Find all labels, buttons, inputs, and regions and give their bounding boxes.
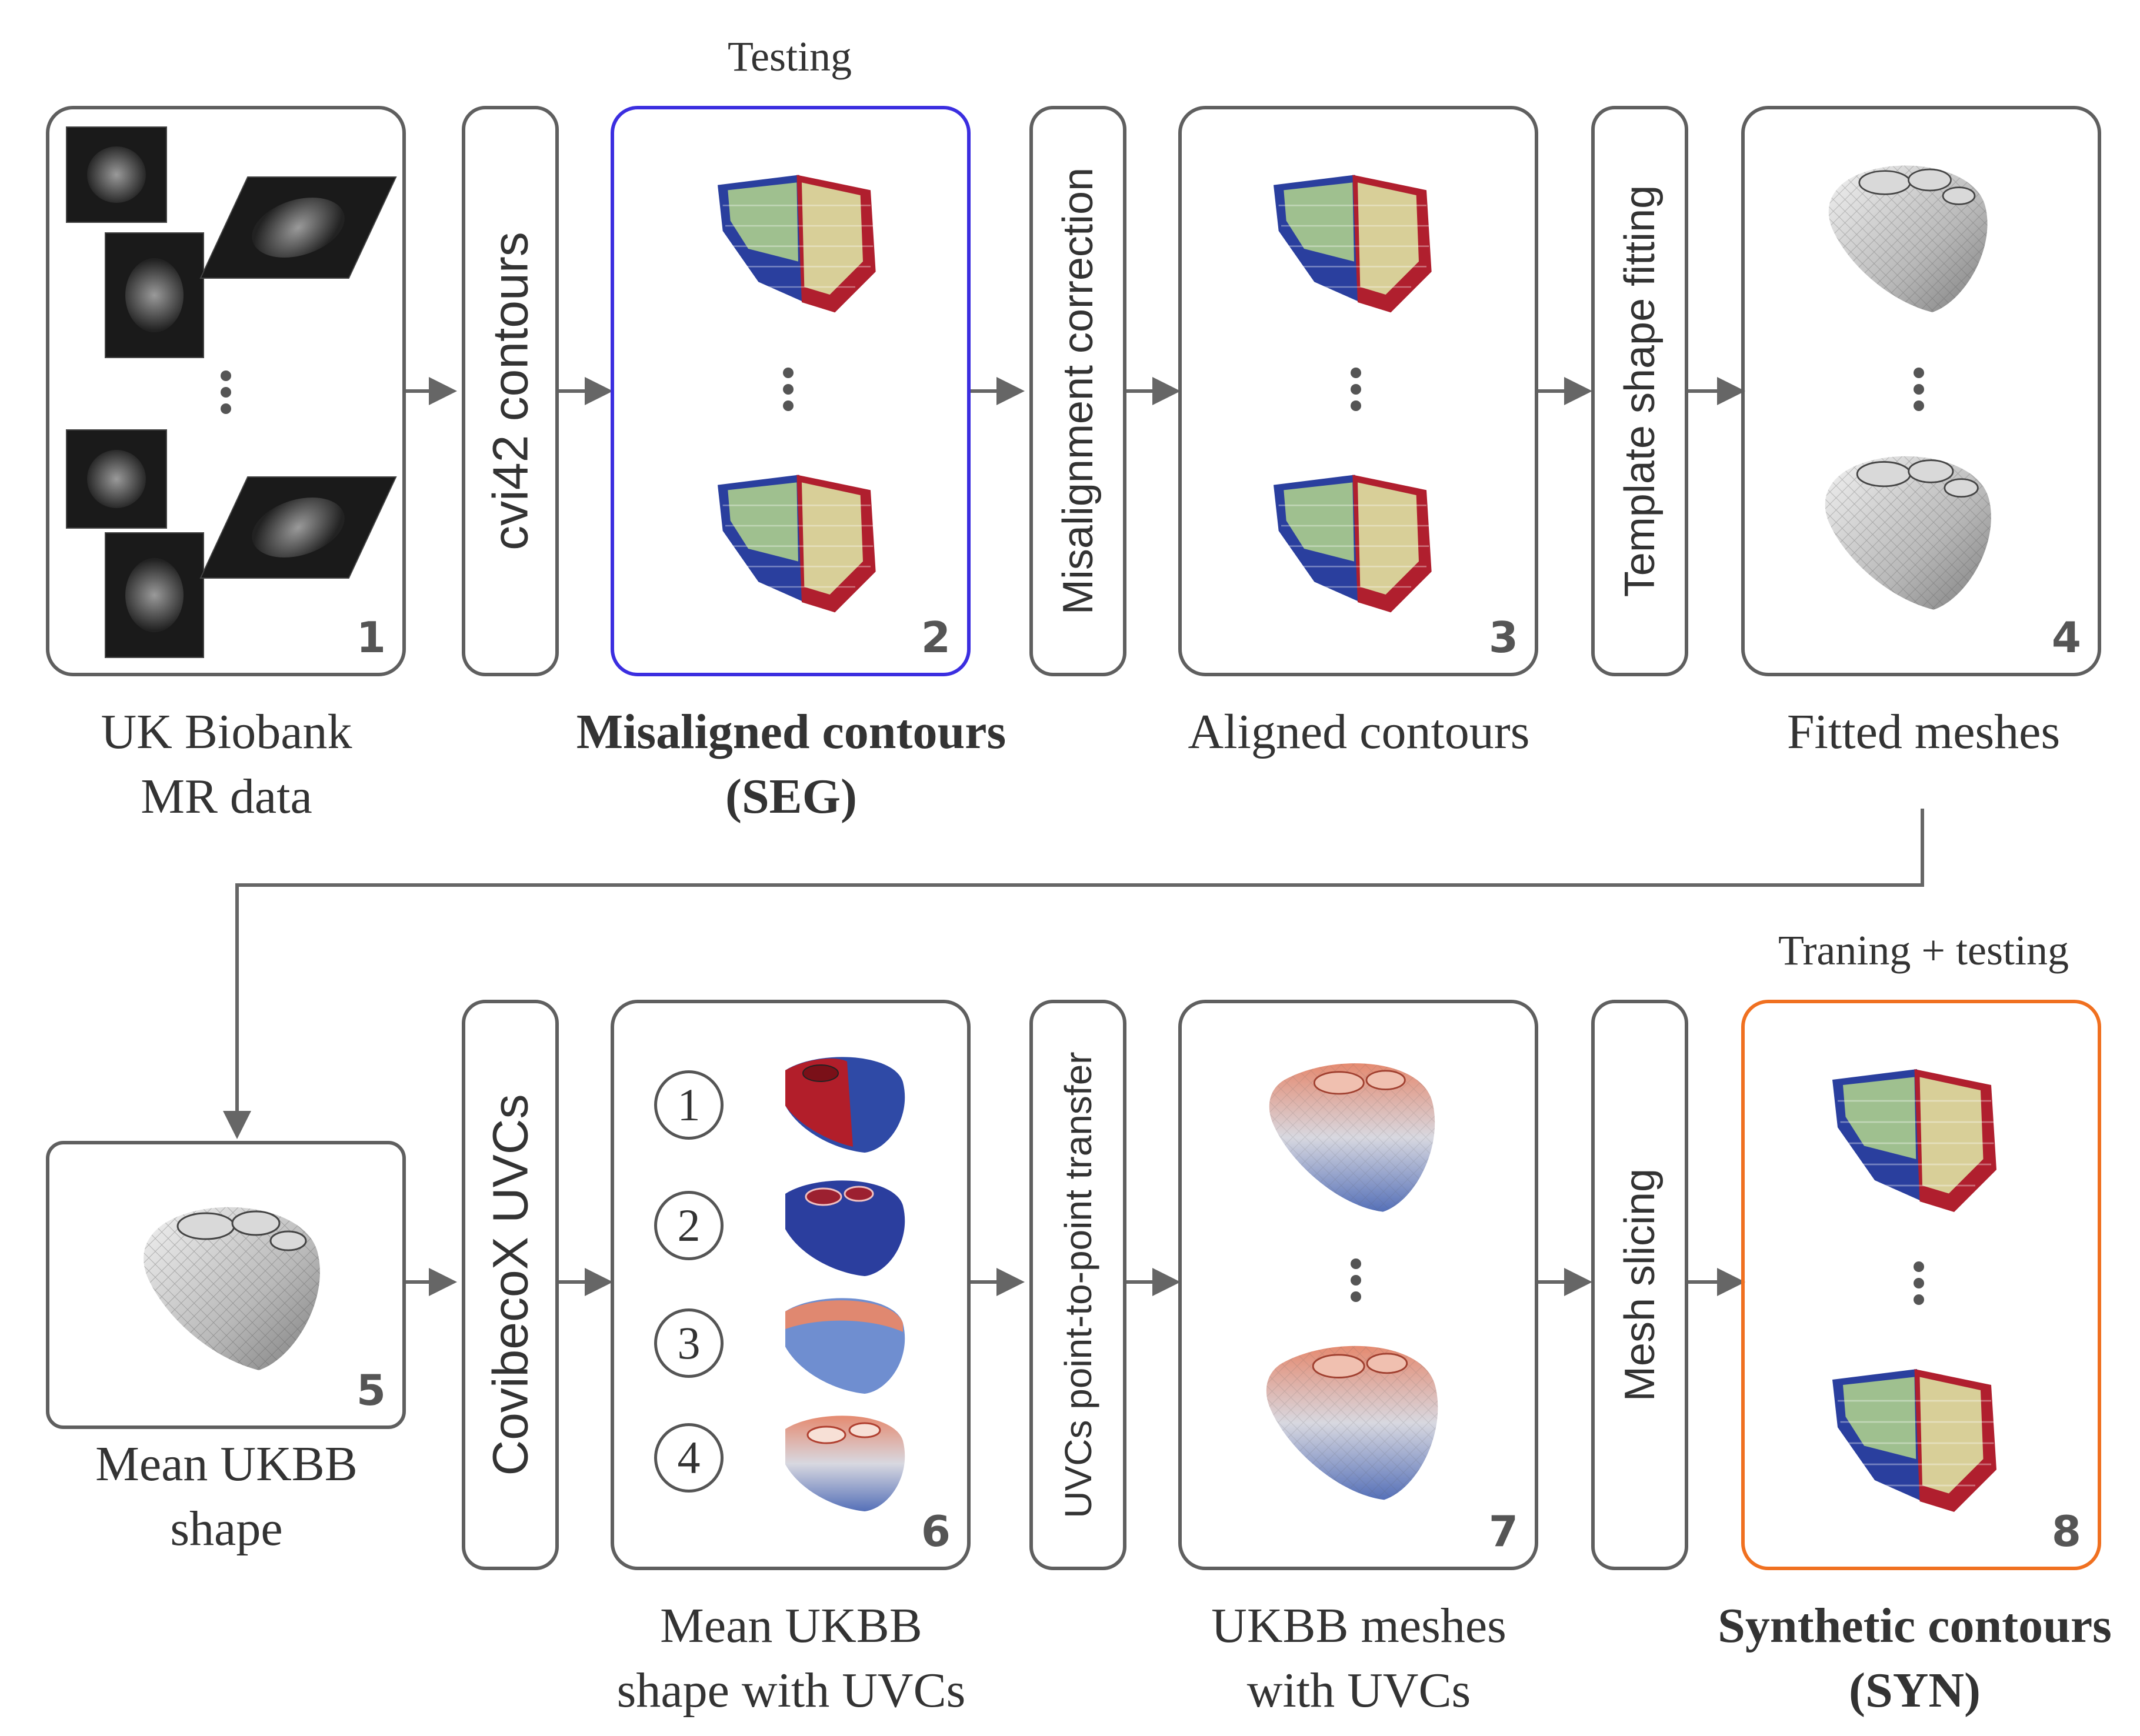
box-misaligned-contours: 2 [611,106,971,676]
uvc-item-number: 3 [654,1308,724,1378]
step-number: 8 [2051,1507,2081,1556]
box-mean-shape-uvcs: 6 [611,1000,971,1570]
step-label: UVCs point-to-point transfer [1056,1051,1099,1518]
caption-box-8: Synthetic contours (SYN) [1718,1598,2112,1718]
step-label: CovibecoX UVCs [482,1094,538,1476]
step-number: 1 [356,613,386,662]
uvc-item-number: 2 [654,1191,724,1260]
testing-note: Testing [728,33,852,80]
caption-box-2: Misaligned contours (SEG) [576,705,1006,824]
step-number: 7 [1488,1507,1518,1556]
box-synthetic-contours: 8 [1741,1000,2101,1570]
step-covibecox-uvcs: CovibecoX UVCs [462,1000,559,1570]
step-uvc-transfer: UVCs point-to-point transfer [1029,1000,1126,1570]
uvc-hearts [785,1057,905,1511]
training-testing-note: Traning + testing [1778,927,2069,974]
uvc-item-number: 4 [654,1423,724,1493]
step-number: 3 [1488,613,1518,662]
ellipsis [783,368,794,417]
mri-slice [105,532,204,658]
ellipsis [1351,1258,1361,1308]
box-aligned-contours: 3 [1178,106,1538,676]
step-misalignment-correction: Misalignment correction [1029,106,1126,676]
step-number: 6 [921,1507,951,1556]
mri-slice [66,126,167,223]
step-label: cvi42 contours [482,232,538,550]
step-number: 5 [356,1366,386,1415]
caption-box-3: Aligned contours [1188,705,1530,759]
ellipsis [1914,1261,1924,1311]
box-mean-ukbb-shape: 5 [46,1141,406,1429]
mri-slice [66,429,167,529]
caption-box-1: UK Biobank MR data [101,705,352,824]
arrows [223,377,1924,1296]
box-uk-biobank-mr: 1 [46,106,406,676]
step-template-shape-fitting: Template shape fitting [1591,106,1688,676]
caption-box-4: Fitted meshes [1786,705,2061,759]
caption-box-5: Mean UKBB shape [95,1437,358,1556]
step-cvi42: cvi42 contours [462,106,559,676]
caption-box-7: UKBB meshes with UVCs [1211,1598,1506,1718]
step-number: 4 [2051,613,2081,662]
step-label: Mesh slicing [1616,1168,1664,1402]
box-fitted-meshes: 4 [1741,106,2101,676]
ellipsis [1914,368,1924,417]
step-number: 2 [921,613,951,662]
caption-box-6: Mean UKBB shape with UVCs [616,1598,966,1718]
box-ukbb-meshes-uvcs: 7 [1178,1000,1538,1570]
uvc-item-number: 1 [654,1070,724,1140]
ellipsis [221,370,231,420]
step-mesh-slicing: Mesh slicing [1591,1000,1688,1570]
mri-slice [105,232,204,358]
ellipsis [1351,368,1361,417]
step-label: Template shape fitting [1616,185,1664,597]
step-label: Misalignment correction [1054,167,1102,615]
